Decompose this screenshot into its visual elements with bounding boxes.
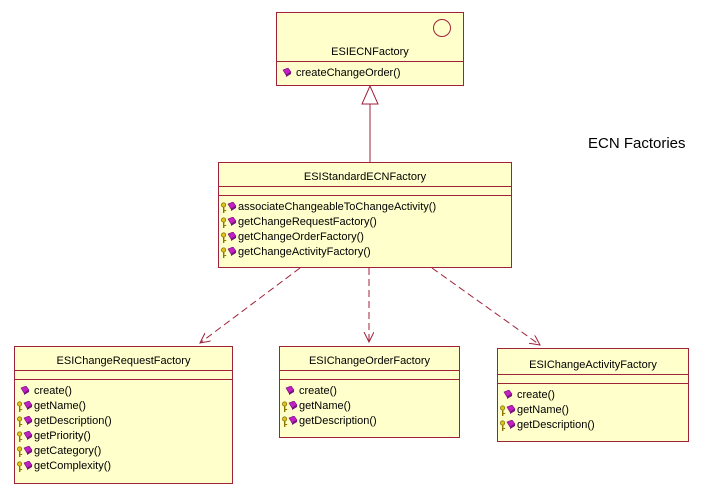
class-name: ESIECNFactory: [277, 13, 463, 62]
operation-item: getChangeRequestFactory(): [221, 215, 511, 230]
operations-list: create() getName() getDescription() getPrio…: [15, 380, 232, 474]
operations-list: createChangeOrder(): [277, 62, 463, 81]
public-operation-icon-graphic: [282, 67, 292, 77]
operation-label: create(): [299, 385, 337, 397]
operation-item: getDescription(): [500, 418, 688, 433]
key-operation-icon-graphic: [221, 246, 237, 258]
operation-label: getName(): [34, 400, 86, 412]
key-operation-icon-graphic: [17, 445, 33, 457]
operation-item: getName(): [17, 399, 232, 414]
key-operation-icon: [221, 231, 237, 244]
operation-item: getDescription(): [17, 414, 232, 429]
key-operation-icon: [221, 246, 237, 259]
operations-list: create() getName() getDescription(): [280, 380, 459, 429]
key-operation-icon: [17, 445, 33, 458]
generalization-arrowhead: [361, 84, 379, 105]
operation-label: getName(): [517, 404, 569, 416]
class-name: ESIChangeOrderFactory: [280, 347, 459, 371]
diagram-title: ECN Factories: [588, 135, 686, 152]
attribute-compartment: [280, 371, 459, 380]
attribute-compartment: [15, 371, 232, 380]
key-operation-icon: [17, 430, 33, 443]
attribute-compartment: [219, 187, 511, 196]
class-esichangeactivityfactory[interactable]: ESIChangeActivityFactory create() getName…: [497, 348, 689, 442]
operation-label: getChangeOrderFactory(): [238, 231, 364, 243]
operation-label: createChangeOrder(): [296, 67, 401, 79]
class-esistandardecnfactory[interactable]: ESIStandardECNFactory associateChangeabl…: [218, 162, 512, 268]
operation-item: associateChangeableToChangeActivity(): [221, 200, 511, 215]
operation-label: create(): [34, 385, 72, 397]
class-esichangerequestfactory[interactable]: ESIChangeRequestFactory create() getName(…: [14, 346, 233, 484]
key-operation-icon: [282, 400, 298, 413]
public-operation-icon-graphic: [503, 389, 513, 399]
operation-label: getCategory(): [34, 445, 102, 457]
class-esiecnfactory[interactable]: ESIECNFactory createChangeOrder(): [276, 12, 464, 86]
operation-item: create(): [500, 388, 688, 403]
public-operation-icon: [500, 389, 516, 402]
key-operation-icon-graphic: [500, 404, 516, 416]
public-operation-icon-graphic: [285, 385, 295, 395]
operation-label: getDescription(): [517, 419, 595, 431]
operation-item: create(): [17, 384, 232, 399]
public-operation-icon-graphic: [20, 385, 30, 395]
class-name: ESIChangeActivityFactory: [498, 349, 688, 375]
operation-label: getDescription(): [34, 415, 112, 427]
key-operation-icon: [221, 201, 237, 214]
class-esichangeorderfactory[interactable]: ESIChangeOrderFactory create() getName() g…: [279, 346, 460, 438]
key-operation-icon-graphic: [282, 415, 298, 427]
key-operation-icon: [17, 460, 33, 473]
key-operation-icon-graphic: [221, 231, 237, 243]
dependency-line-change-activity: [431, 267, 540, 345]
key-operation-icon: [17, 400, 33, 413]
operation-item: getPriority(): [17, 429, 232, 444]
attribute-compartment: [498, 375, 688, 384]
operation-label: getName(): [299, 400, 351, 412]
operations-list: create() getName() getDescription(): [498, 384, 688, 433]
key-operation-icon-graphic: [282, 400, 298, 412]
key-operation-icon: [282, 415, 298, 428]
operation-item: getName(): [500, 403, 688, 418]
operation-label: getChangeActivityFactory(): [238, 246, 371, 258]
operation-item: getChangeOrderFactory(): [221, 230, 511, 245]
operation-item: getDescription(): [282, 414, 459, 429]
operation-label: getPriority(): [34, 430, 91, 442]
key-operation-icon-graphic: [221, 216, 237, 228]
operation-item: getChangeActivityFactory(): [221, 245, 511, 260]
operations-list: associateChangeableToChangeActivity() get…: [219, 196, 511, 260]
operation-label: getComplexity(): [34, 460, 112, 472]
public-operation-icon: [279, 67, 295, 80]
key-operation-icon: [221, 216, 237, 229]
public-operation-icon: [17, 385, 33, 398]
operation-item: create(): [282, 384, 459, 399]
operation-item: getName(): [282, 399, 459, 414]
class-name: ESIStandardECNFactory: [219, 163, 511, 187]
operation-label: getDescription(): [299, 415, 377, 427]
class-name: ESIChangeRequestFactory: [15, 347, 232, 371]
operation-label: create(): [517, 389, 555, 401]
key-operation-icon: [500, 419, 516, 432]
operation-label: getChangeRequestFactory(): [238, 216, 377, 228]
public-operation-icon: [282, 385, 298, 398]
key-operation-icon: [500, 404, 516, 417]
operation-item: getCategory(): [17, 444, 232, 459]
key-operation-icon-graphic: [17, 430, 33, 442]
operation-label: associateChangeableToChangeActivity(): [238, 201, 437, 213]
key-operation-icon-graphic: [500, 419, 516, 431]
interface-circle-icon: [433, 19, 451, 37]
key-operation-icon-graphic: [17, 415, 33, 427]
key-operation-icon: [17, 415, 33, 428]
operation-item: createChangeOrder(): [279, 66, 463, 81]
key-operation-icon-graphic: [221, 201, 237, 213]
key-operation-icon-graphic: [17, 400, 33, 412]
key-operation-icon-graphic: [17, 460, 33, 472]
operation-item: getComplexity(): [17, 459, 232, 474]
dependency-line-change-request: [200, 267, 301, 343]
